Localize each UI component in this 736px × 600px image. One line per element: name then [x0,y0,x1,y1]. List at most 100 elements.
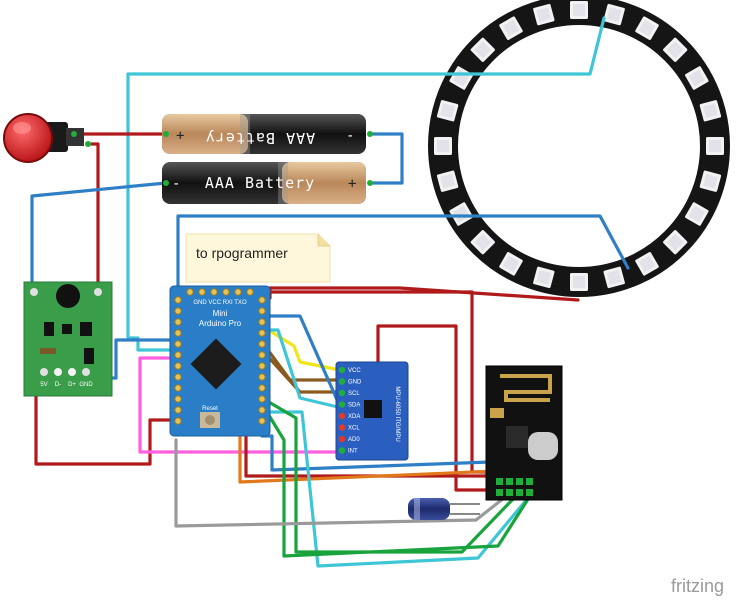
radio-pin [516,478,523,485]
mpu-pin [338,435,346,443]
ring-led [635,16,659,40]
ring-led [699,170,722,192]
ring-led [685,202,709,226]
ring-led [533,3,555,26]
arduino-pin-right [258,296,266,304]
capacitor [408,498,480,520]
mpu-pin [338,366,346,374]
mpu-pin-label: VCC [348,368,361,374]
mpu-pin-label: XCL [348,426,360,432]
arduino-pin-right [258,351,266,359]
wire-brown-2 [260,348,344,394]
mpu-pin [338,424,346,431]
nrf24-radio [485,365,563,501]
mpu-pin-label: INT [348,449,358,455]
wire-blue-ring [176,214,630,300]
radio-pin [526,478,533,485]
arduino-pin-top [222,288,230,296]
arduino-pin-right [258,417,266,425]
arduino-pin-right [258,384,266,392]
arduino-pin-left [174,373,182,381]
ring-led [663,230,688,255]
battery-bottom: - AAA Battery + [162,162,373,204]
wire-red-mid [244,418,506,478]
charger-pin-5v [40,368,48,376]
charger-pin-dminus [54,368,62,376]
arduino-pro-mini: GND VCC RXI TXO Mini Arduino Pro Reset [169,285,271,437]
battery-top-minus: - [346,128,354,144]
battery-bottom-plus: + [348,176,356,192]
wire-gray [174,438,506,528]
radio-pin [496,478,503,485]
note-text: to rpogrammer [196,245,288,261]
wire-blue-battery-charger [30,181,168,294]
wire-green-1 [260,396,516,554]
button-pin-1 [71,131,77,137]
battery-bottom-minus: - [172,176,180,192]
ring-led [706,137,724,155]
mpu-pin-label: GND [348,380,362,386]
arduino-pin-right [258,373,266,381]
mpu-pin-label: SDA [348,403,360,409]
ring-led [499,252,523,276]
wire-cyan-ring-data [126,16,606,352]
arduino-title-2: Arduino Pro [199,319,242,328]
charger-label-5v: 5V [40,382,47,388]
neopixel-ring [428,0,730,297]
arduino-pin-top [198,288,206,296]
arduino-pin-right [258,307,266,315]
ring-led [499,16,523,40]
mpu-title: MPU-6050 ITG/MPU [394,386,400,441]
charger-label-dplus: D+ [68,382,76,388]
radio-pin [516,489,523,496]
battery-top: + AAA Battery - [162,114,373,154]
mpu-pin [338,412,346,420]
wire-green-2 [260,402,532,558]
arduino-pin-left [174,362,182,370]
ring-led [436,170,459,192]
wire-red-charger-out [34,376,178,466]
battery-top-label: AAA Battery [205,129,315,147]
ring-led [699,100,722,122]
ring-led [449,202,473,226]
arduino-pin-right [258,362,266,370]
arduino-pins [174,288,266,425]
wire-blue-battery-jumper [368,132,404,185]
ring-led [603,3,625,26]
arduino-pin-left [174,329,182,337]
wire-red-vcc [268,286,580,302]
arduino-pin-right [258,395,266,403]
charger-pin-dplus [68,368,76,376]
arduino-reset-label: Reset [202,406,218,412]
arduino-pin-left [174,340,182,348]
arduino-title-1: Mini [213,309,228,318]
arduino-pin-left [174,384,182,392]
ring-leds [434,1,724,291]
button-pin-2 [85,141,91,147]
arduino-pin-top [186,288,194,296]
mpu-pin-label: AD0 [348,437,360,443]
arduino-pin-left [174,395,182,403]
battery-bottom-label: AAA Battery [205,174,315,192]
mpu-pin [338,447,346,454]
arduino-pin-right [258,406,266,414]
charger-label-dminus: D- [55,382,61,388]
radio-pin [506,489,513,496]
mpu-pin [338,401,346,408]
radio-pin [506,478,513,485]
ring-led [603,266,625,289]
arduino-pin-right [258,340,266,348]
push-button[interactable] [3,113,91,163]
mpu-pin [338,389,346,397]
arduino-pin-right [258,329,266,337]
ring-led [663,37,688,62]
wire-yellow [260,324,342,372]
mpu-pin-label: XDA [348,414,360,420]
battery-top-plus: + [176,128,184,144]
arduino-pin-left [174,406,182,414]
ring-led [434,137,452,155]
ring-led [570,273,588,291]
